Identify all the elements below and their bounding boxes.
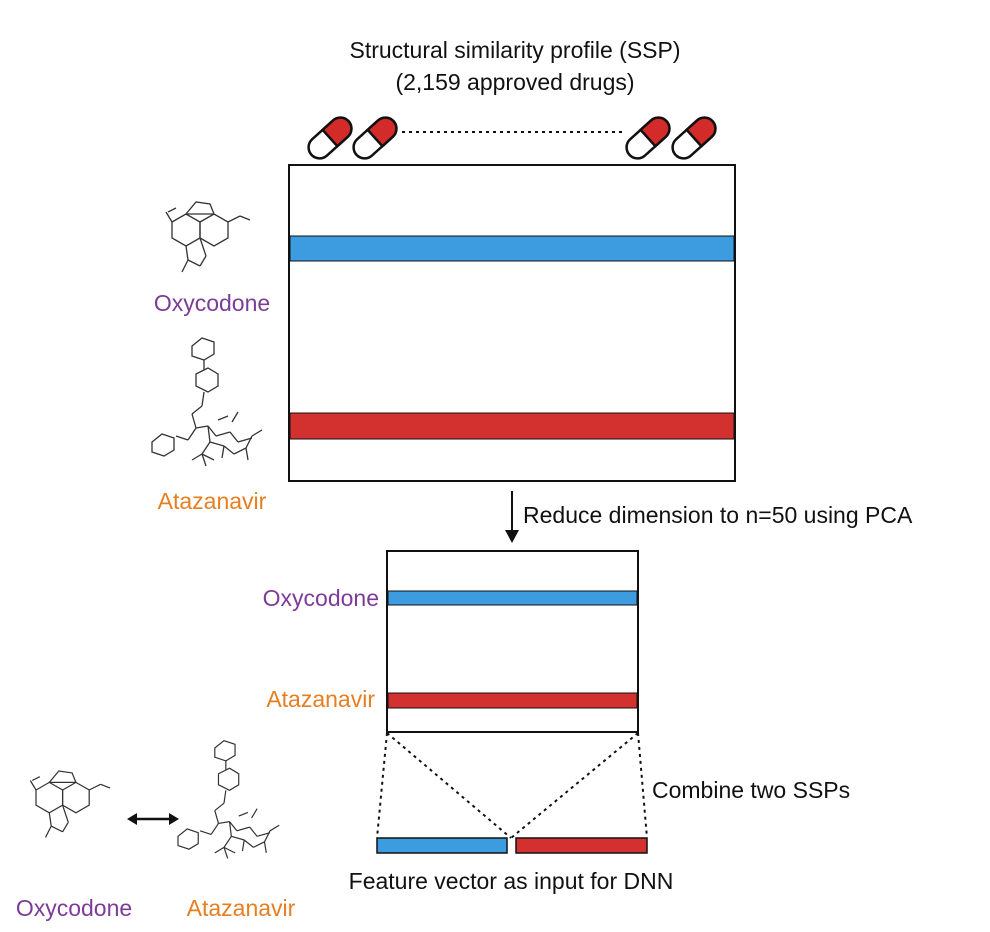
atazanavir-label-main: Atazanavir <box>158 488 267 514</box>
oxycodone-label-pair: Oxycodone <box>16 895 132 921</box>
atazanavir-molecule-icon <box>151 337 263 467</box>
oxycodone-ssp-row <box>289 235 735 262</box>
oxycodone-label-reduced: Oxycodone <box>263 585 379 611</box>
combine-projection-lines <box>376 732 648 839</box>
feature-vector-oxycodone-part <box>376 837 508 854</box>
pill-capsule-icon <box>620 111 676 165</box>
arrow-down-head <box>505 530 519 543</box>
double-arrow-icon <box>127 813 179 825</box>
oxycodone-label-main: Oxycodone <box>154 290 270 316</box>
pill-capsule-icon <box>666 111 722 165</box>
oxycodone-reduced-row <box>387 590 638 606</box>
atazanavir-label-pair: Atazanavir <box>187 895 296 921</box>
feature-vector-atazanavir-part <box>515 837 648 854</box>
atazanavir-molecule-icon-small <box>177 740 280 859</box>
atazanavir-label-reduced: Atazanavir <box>266 686 375 712</box>
pca-step-label: Reduce dimension to n=50 using PCA <box>523 502 913 528</box>
ssp-title-line1: Structural similarity profile (SSP) <box>349 37 680 63</box>
oxycodone-molecule-icon <box>165 201 251 273</box>
atazanavir-reduced-row <box>387 692 638 709</box>
oxycodone-molecule-icon-small <box>29 770 111 839</box>
pill-capsule-icon <box>347 111 403 165</box>
pill-capsule-icon <box>302 111 358 165</box>
ssp-title-line2: (2,159 approved drugs) <box>395 69 634 95</box>
atazanavir-ssp-row <box>289 412 735 440</box>
combine-step-label: Combine two SSPs <box>652 777 850 803</box>
feature-vector-label: Feature vector as input for DNN <box>349 868 674 894</box>
